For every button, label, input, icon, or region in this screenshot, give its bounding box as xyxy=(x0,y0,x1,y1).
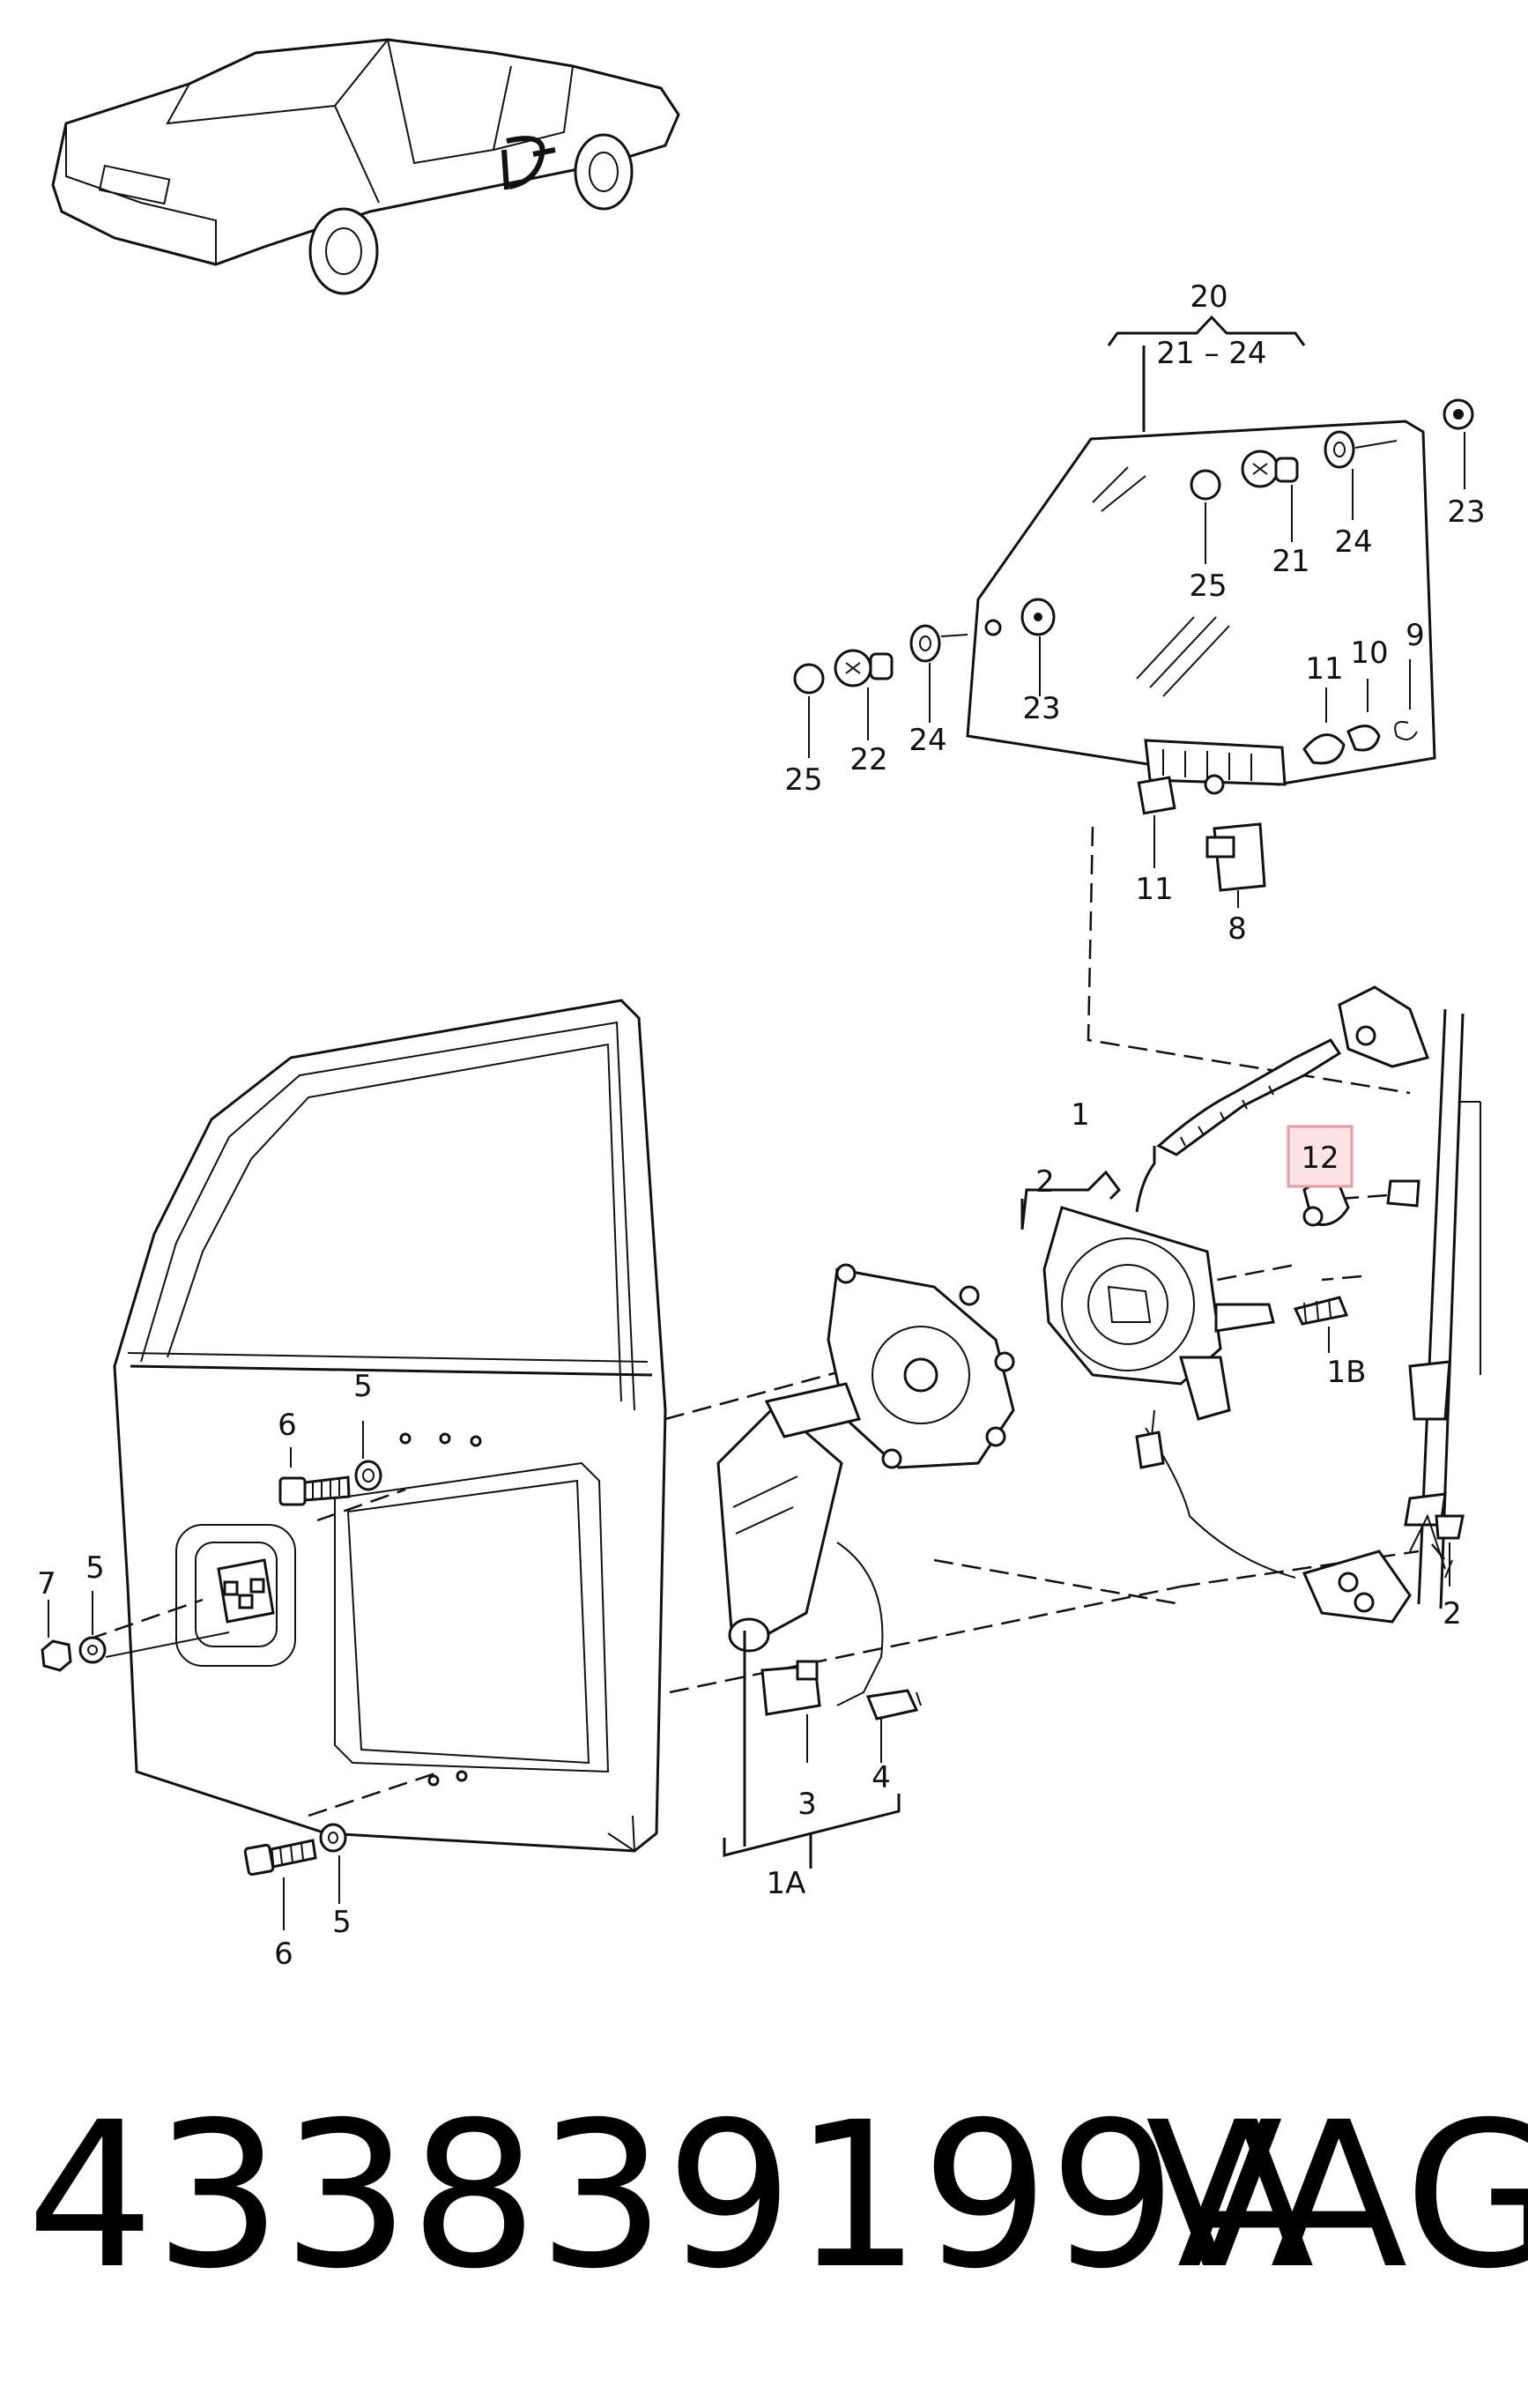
door-panel xyxy=(105,999,667,1853)
guide-lines xyxy=(87,826,1446,1817)
callout-11-a: 11 xyxy=(1305,651,1343,687)
callout-24-a: 24 xyxy=(1334,524,1372,560)
callout-23-a: 23 xyxy=(1447,494,1485,530)
window-glass xyxy=(966,420,1436,786)
callout-2-a: 2 xyxy=(1035,1164,1055,1200)
callout-21-a: 21 xyxy=(1272,544,1309,579)
callout-12: 12 xyxy=(1301,1141,1339,1176)
bracket-20 xyxy=(1107,315,1306,432)
window-motor xyxy=(716,1263,1015,1763)
callout-21-24: 21 – 24 xyxy=(1156,336,1266,371)
callout-11-b: 11 xyxy=(1135,872,1173,907)
callout-22: 22 xyxy=(849,742,887,777)
callout-23-b: 23 xyxy=(1022,691,1060,726)
callout-1: 1 xyxy=(1071,1097,1090,1133)
brand-name: VAG xyxy=(1146,2078,1528,2313)
callout-25-a: 25 xyxy=(1189,569,1227,604)
part-number: 433839199A xyxy=(26,2078,1315,2313)
callout-1B: 1B xyxy=(1327,1355,1367,1390)
callout-5-c: 5 xyxy=(332,1905,352,1940)
callout-1A: 1A xyxy=(767,1866,806,1901)
glass-hardware-left xyxy=(793,598,1056,758)
callout-6-a: 6 xyxy=(278,1408,297,1443)
callout-20: 20 xyxy=(1190,279,1228,315)
door-fasteners xyxy=(41,1421,382,1930)
bracket-1A xyxy=(723,1631,901,1869)
callout-5-a: 5 xyxy=(353,1369,373,1404)
callout-4: 4 xyxy=(872,1760,891,1795)
callout-labels: 20 21 – 24 23 24 21 25 23 24 22 25 11 10… xyxy=(37,279,1485,1972)
callout-2-b: 2 xyxy=(1443,1596,1462,1631)
callout-7: 7 xyxy=(37,1566,56,1602)
glass-hardware-right xyxy=(1190,398,1474,564)
car-thumbnail xyxy=(51,38,680,295)
callout-9: 9 xyxy=(1406,618,1425,653)
glass-channel xyxy=(1137,659,1418,908)
callout-6-b: 6 xyxy=(274,1936,293,1972)
highlight-callout-12 xyxy=(1287,1125,1354,1188)
callout-10: 10 xyxy=(1350,635,1388,671)
callout-3: 3 xyxy=(797,1787,817,1822)
callout-25-b: 25 xyxy=(784,762,822,798)
callout-5-b: 5 xyxy=(85,1550,105,1586)
callout-24-b: 24 xyxy=(909,723,946,758)
window-regulator xyxy=(1020,985,1481,1624)
callout-8: 8 xyxy=(1228,911,1247,947)
